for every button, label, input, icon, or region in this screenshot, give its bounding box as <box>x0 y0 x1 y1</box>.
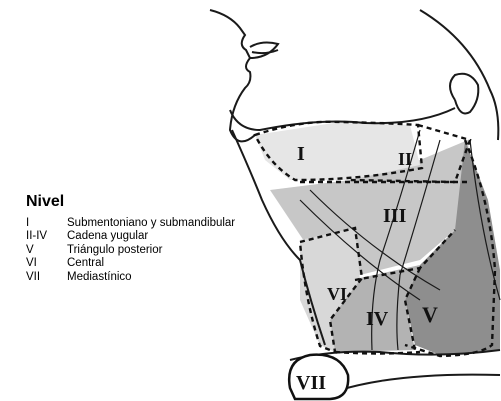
legend-code: VI <box>26 257 67 270</box>
clavicle-lower-line <box>340 375 500 390</box>
level-legend: Nivel I Submentoniano y submandibular II… <box>26 193 235 284</box>
legend-code: II-IV <box>26 230 67 243</box>
face-profile-line <box>210 10 255 141</box>
legend-code: I <box>26 217 67 230</box>
legend-row: I Submentoniano y submandibular <box>26 217 235 230</box>
lips-line <box>250 43 278 58</box>
region-label-ii: II <box>398 149 412 169</box>
region-label-iii: III <box>383 205 407 227</box>
region-label-v: V <box>422 302 438 327</box>
legend-code: V <box>26 244 67 257</box>
region-label-iv: IV <box>366 308 389 330</box>
legend-row: II-IV Cadena yugular <box>26 230 235 243</box>
region-label-vii: VII <box>296 372 326 394</box>
legend-code: VII <box>26 271 67 284</box>
legend-label: Triángulo posterior <box>67 244 162 257</box>
legend-title: Nivel <box>26 193 235 211</box>
legend-row: VII Mediastínico <box>26 271 235 284</box>
legend-row: V Triángulo posterior <box>26 244 235 257</box>
back-head-line <box>420 10 498 140</box>
mouth-line <box>252 50 278 53</box>
legend-label: Cadena yugular <box>67 230 148 243</box>
region-label-vi: VI <box>327 284 347 304</box>
legend-row: VI Central <box>26 257 235 270</box>
legend-label: Submentoniano y submandibular <box>67 217 235 230</box>
region-label-i: I <box>297 143 305 165</box>
legend-label: Central <box>67 257 104 270</box>
legend-label: Mediastínico <box>67 271 132 284</box>
